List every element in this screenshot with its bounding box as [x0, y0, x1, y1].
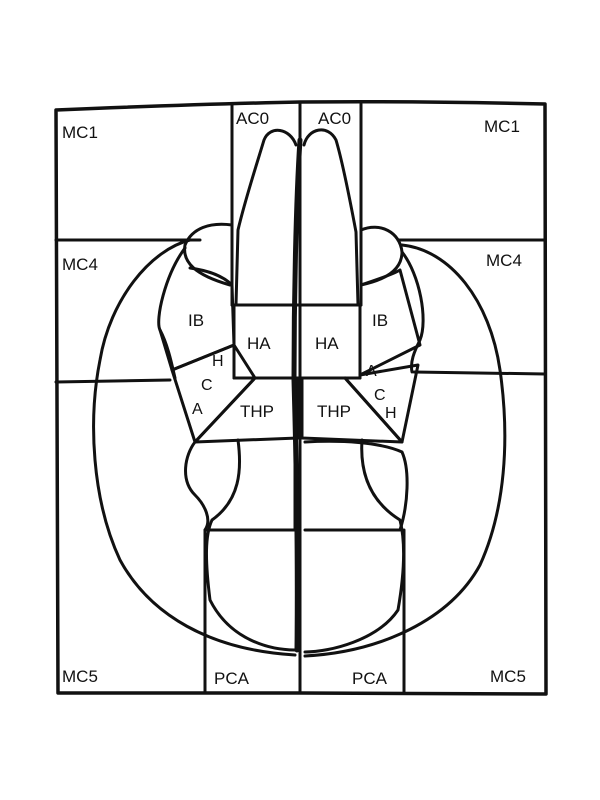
right-aco-lobe: [302, 128, 360, 307]
label-mc5-left: MC5: [62, 667, 98, 686]
left-frontal-lobe: [183, 222, 234, 287]
left-occipital-lobe: [184, 440, 297, 532]
right-occipital-lobe: [303, 439, 409, 532]
outer-frame: [54, 100, 548, 696]
label-ach-right-a: A: [366, 363, 377, 380]
label-ib-right: IB: [372, 311, 388, 330]
label-aco-left: AC0: [236, 109, 269, 128]
label-ha-right: HA: [315, 334, 339, 353]
right-pca-lobe: [303, 438, 405, 654]
right-hemisphere: [303, 243, 507, 658]
label-mc5-right: MC5: [490, 667, 526, 686]
left-hemisphere: [92, 238, 297, 657]
label-pca-right: PCA: [352, 669, 388, 688]
mc4-mc5-left: [54, 378, 172, 384]
right-thp-region: [300, 376, 404, 444]
label-ach-right-h: H: [385, 405, 397, 422]
left-ib-region: [158, 266, 236, 372]
label-mc4-right: MC4: [486, 251, 522, 270]
mc4-mc5-right: [412, 370, 547, 376]
brain-outline: [92, 128, 507, 658]
right-ib-region: [358, 268, 422, 377]
labels: MC1 MC1 AC0 AC0 MC4 MC4 IB IB HA HA H C …: [62, 109, 526, 688]
label-ach-left-a: A: [192, 401, 203, 418]
label-ach-left-h: H: [212, 353, 224, 370]
interhemispheric-fissure: [291, 137, 303, 653]
label-mc1-right: MC1: [484, 117, 520, 136]
label-ach-left-c: C: [201, 377, 213, 394]
label-mc4-left: MC4: [62, 255, 98, 274]
left-pca-lobe: [205, 438, 297, 652]
label-thp-right: THP: [317, 402, 351, 421]
label-aco-right: AC0: [318, 109, 351, 128]
label-ha-left: HA: [247, 334, 271, 353]
label-ib-left: IB: [188, 311, 204, 330]
label-pca-left: PCA: [214, 669, 250, 688]
left-temporal-lobe: [157, 246, 187, 380]
left-aco-lobe: [234, 129, 298, 307]
label-thp-left: THP: [240, 402, 274, 421]
label-ach-right-c: C: [374, 387, 386, 404]
label-mc1-left: MC1: [62, 123, 98, 142]
left-thp-region: [193, 376, 300, 444]
